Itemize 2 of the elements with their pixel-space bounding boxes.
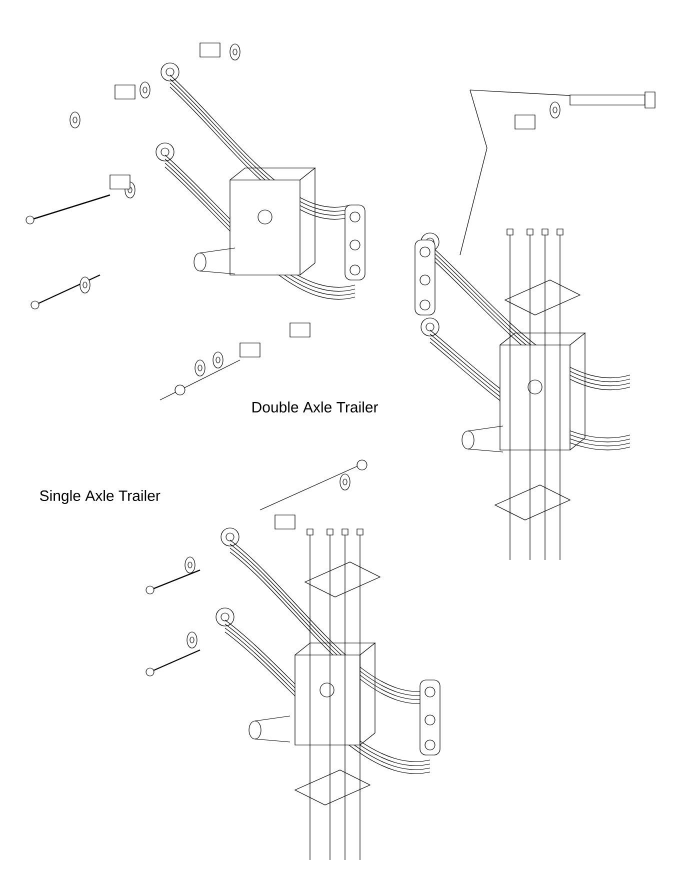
diagram-label: Double Axle Trailer xyxy=(250,400,380,414)
diagram-label: Single Axle Trailer xyxy=(38,489,162,505)
